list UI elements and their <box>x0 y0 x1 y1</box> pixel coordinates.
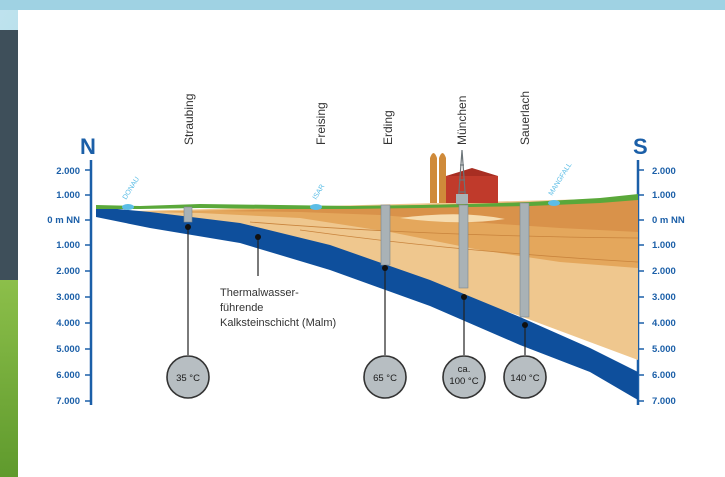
geothermal-cross-section: 2.000 1.000 0 m NN 1.000 2.000 3.000 4.0… <box>47 91 685 407</box>
tick-label: 3.000 <box>652 292 676 303</box>
tick-label: 1.000 <box>652 240 676 251</box>
city-label-freising: Freising <box>314 102 328 145</box>
temperature-label: 100 °C <box>449 376 478 387</box>
depth-axis-right: 2.000 1.000 0 m NN 1.000 2.000 3.000 4.0… <box>652 166 685 407</box>
malm-annotation: Thermalwasser- führende Kalksteinschicht… <box>220 287 336 329</box>
tick-label: 5.000 <box>56 344 80 355</box>
sediment-dark-layer <box>220 198 638 232</box>
munich-church-icon <box>430 153 498 203</box>
tick-label: 2.000 <box>56 266 80 277</box>
annotation-line: führende <box>220 302 263 314</box>
tick-label: 1.000 <box>56 240 80 251</box>
well-casing-erding <box>380 204 391 266</box>
well-casing-muenchen <box>458 204 469 289</box>
tick-label: 4.000 <box>652 318 676 329</box>
city-label-straubing: Straubing <box>182 94 196 145</box>
city-label-muenchen: München <box>455 96 469 145</box>
river-marker-donau <box>122 204 134 210</box>
tick-label: 4.000 <box>56 318 80 329</box>
tick-label: 2.000 <box>56 166 80 177</box>
tick-label: 7.000 <box>56 396 80 407</box>
temperature-label: 65 °C <box>373 373 397 384</box>
annotation-line: Kalksteinschicht (Malm) <box>220 317 336 329</box>
river-label-isar: ISAR <box>312 183 327 201</box>
temperature-label: ca. <box>458 364 471 375</box>
north-label: N <box>80 134 96 159</box>
tick-label: 0 m NN <box>47 215 80 226</box>
tick-label: 1.000 <box>652 190 676 201</box>
tick-label: 6.000 <box>56 370 80 381</box>
temperature-circle <box>166 355 210 399</box>
drilling-tower-icon <box>456 149 468 206</box>
river-marker-isar <box>310 204 322 210</box>
tick-label: 7.000 <box>652 396 676 407</box>
annotation-line: Thermalwasser- <box>220 287 299 299</box>
wells <box>183 202 530 355</box>
diagram-panel: 2.000 1.000 0 m NN 1.000 2.000 3.000 4.0… <box>18 10 720 477</box>
tick-label: 2.000 <box>652 166 676 177</box>
river-label-mangfall: MANGFALL <box>548 162 574 197</box>
tick-label: 2.000 <box>652 266 676 277</box>
tick-label: 1.000 <box>56 190 80 201</box>
tick-label: 5.000 <box>652 344 676 355</box>
tick-label: 0 m NN <box>652 215 685 226</box>
city-label-sauerlach: Sauerlach <box>518 91 532 145</box>
sediment-lens <box>400 214 505 223</box>
malm-limestone-layer <box>96 207 638 400</box>
tick-label: 3.000 <box>56 292 80 303</box>
temperature-markers: 35 °C 65 °C ca. 100 °C 140 °C <box>166 355 547 399</box>
depth-axis-left: 2.000 1.000 0 m NN 1.000 2.000 3.000 4.0… <box>47 166 80 407</box>
temperature-label: 140 °C <box>510 373 539 384</box>
temperature-circle <box>363 355 407 399</box>
temperature-circle <box>503 355 547 399</box>
city-labels: Straubing Freising Erding München Sauerl… <box>182 91 532 145</box>
river-marker-mangfall <box>548 200 560 206</box>
well-casing-straubing <box>183 206 193 223</box>
south-label: S <box>633 134 648 159</box>
city-label-erding: Erding <box>381 110 395 145</box>
temperature-circle <box>442 355 486 399</box>
river-label-donau: DONAU <box>122 176 141 201</box>
tick-label: 6.000 <box>652 370 676 381</box>
temperature-label: 35 °C <box>176 373 200 384</box>
geological-layers <box>96 194 638 400</box>
well-casing-sauerlach <box>519 202 530 318</box>
surface-ground <box>96 194 638 209</box>
